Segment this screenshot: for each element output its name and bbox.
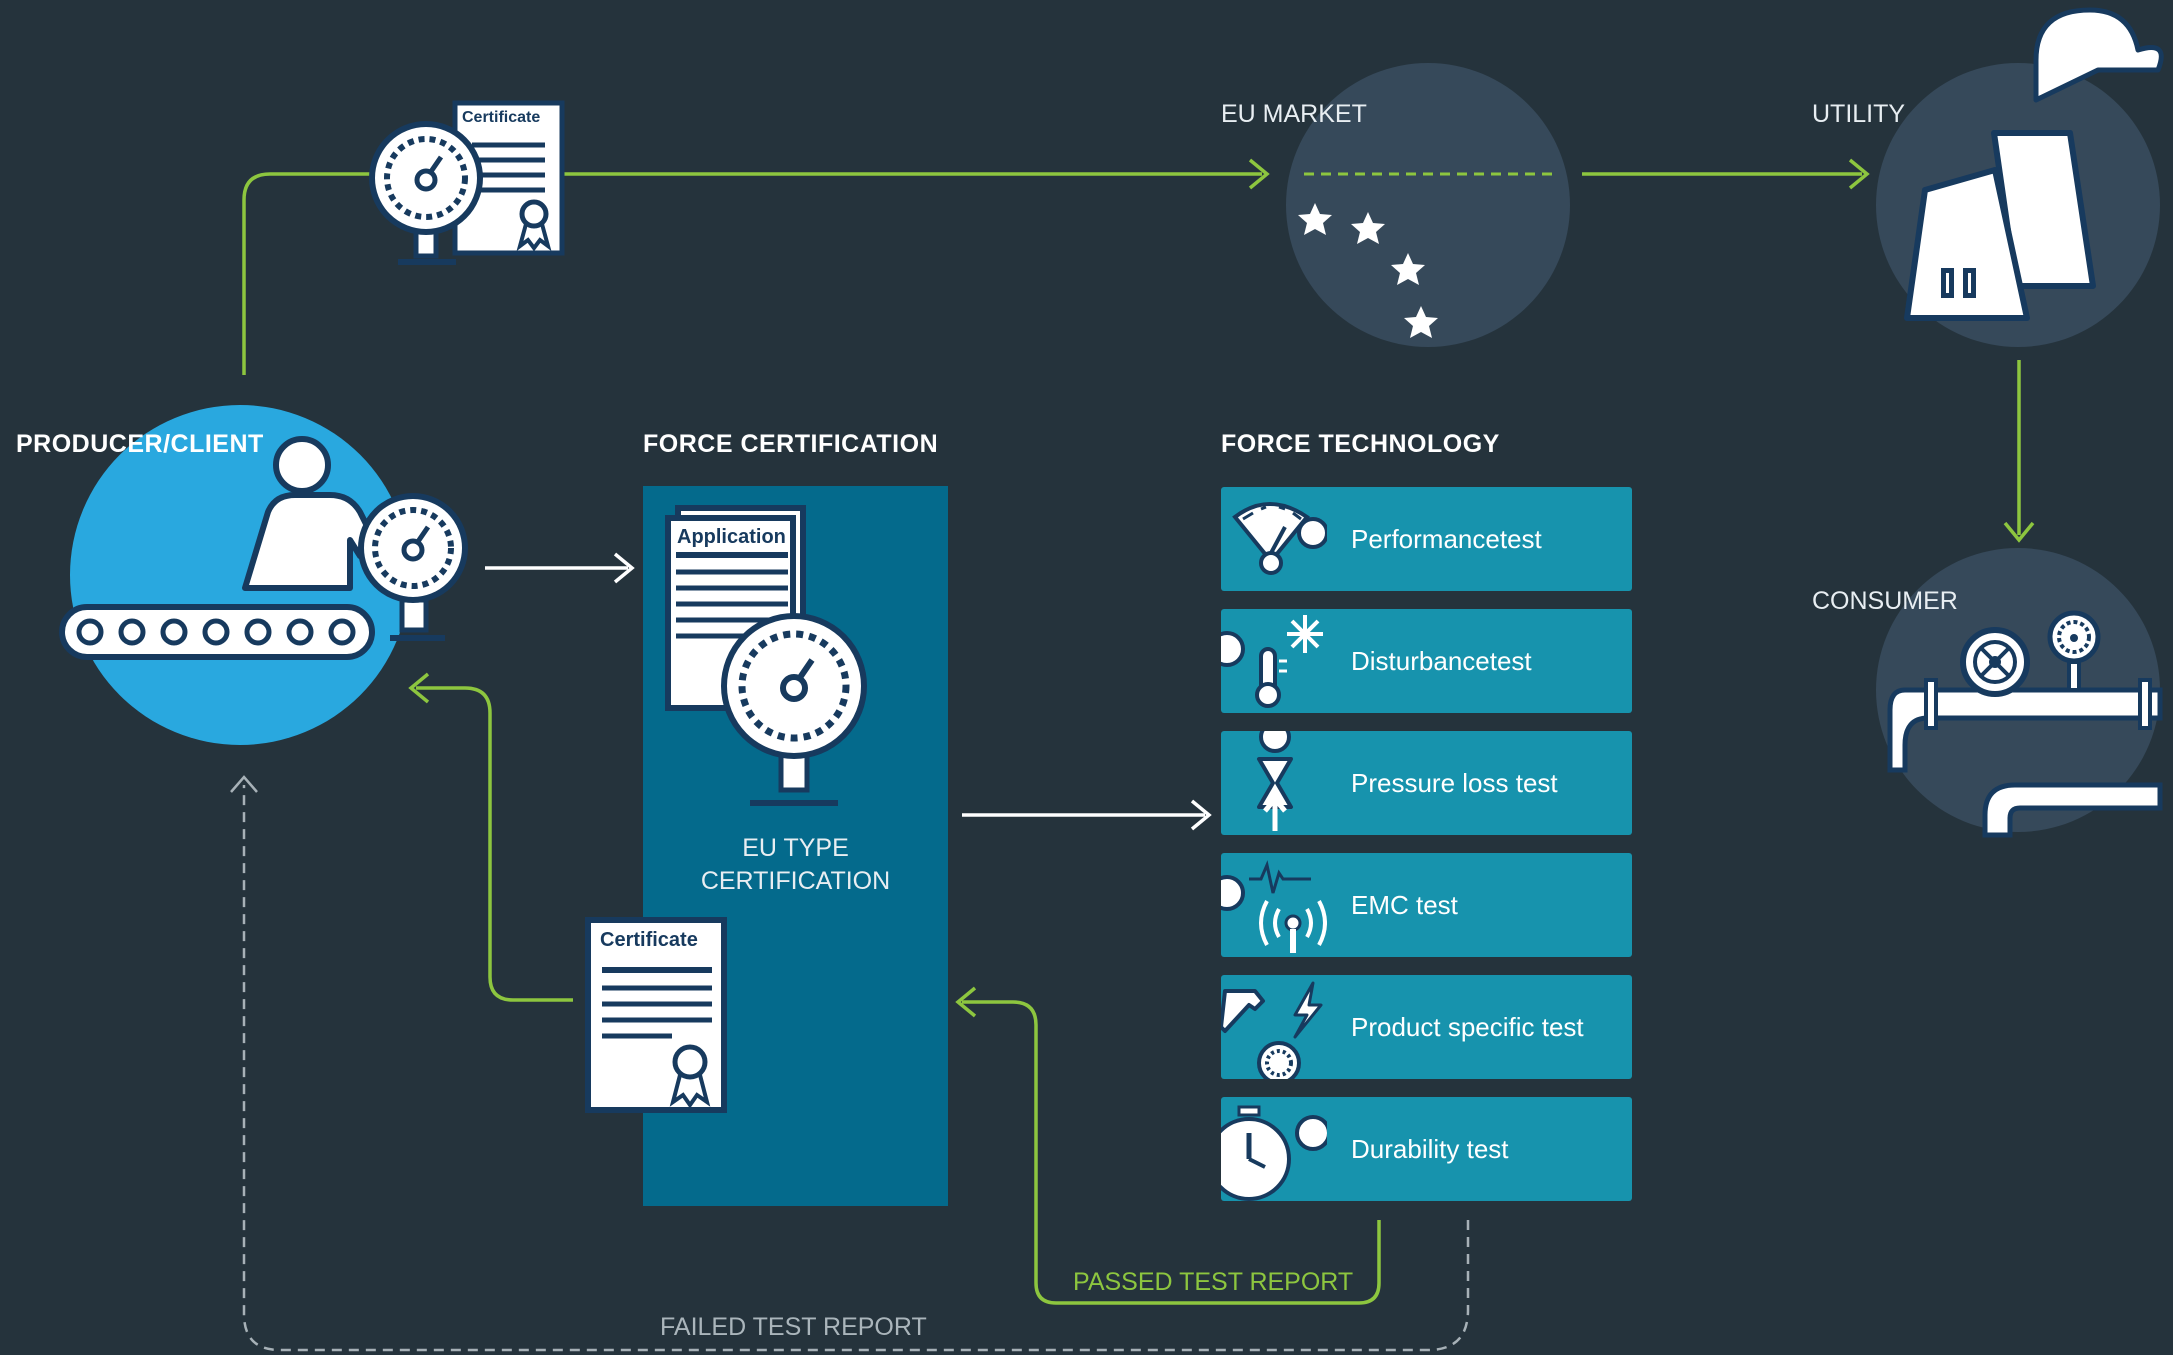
power-plant-icon bbox=[1904, 130, 2096, 321]
test-card-pressure-loss: Pressure loss test bbox=[1221, 731, 1632, 835]
certification-type-line1: EU TYPE bbox=[742, 834, 849, 862]
test-label-durability: Durability test bbox=[1351, 1134, 1509, 1164]
arrow-utility-to-consumer bbox=[2003, 360, 2035, 543]
certificate-document-bottom bbox=[585, 917, 727, 1113]
eu-market-circle bbox=[1286, 63, 1570, 347]
valve-wheel-icon bbox=[1960, 627, 2030, 697]
test-label-pressure-loss: Pressure loss test bbox=[1351, 768, 1558, 798]
certification-type-label: EU TYPE CERTIFICATION bbox=[643, 832, 948, 898]
consumer-label: CONSUMER bbox=[1812, 587, 1958, 615]
arrow-producer-to-eu-market bbox=[242, 158, 1270, 375]
test-card-emc: EMC test bbox=[1221, 853, 1632, 957]
test-card-performance: Performancetest bbox=[1221, 487, 1632, 591]
consumer-circle bbox=[1876, 548, 2163, 838]
arrow-certificate-to-producer bbox=[408, 672, 573, 1002]
arrow-passed-test-report bbox=[955, 986, 1381, 1305]
test-label-performance: Performancetest bbox=[1351, 524, 1542, 554]
producer-circle bbox=[59, 405, 468, 745]
antenna-signal-icon bbox=[1221, 860, 1327, 953]
snowflake-thermometer-icon bbox=[1221, 615, 1323, 708]
star-icons bbox=[1298, 203, 1438, 338]
certificate-title-top: Certificate bbox=[462, 109, 541, 126]
pressure-gauge-icon-top bbox=[369, 121, 483, 265]
application-title: Application bbox=[677, 526, 786, 548]
pressure-gauge-icon-small bbox=[2047, 610, 2101, 692]
arrow-producer-to-certification bbox=[485, 552, 635, 584]
arrow-failed-test-report bbox=[230, 775, 1470, 1352]
utility-label: UTILITY bbox=[1812, 100, 1906, 128]
test-label-disturbance: Disturbancetest bbox=[1351, 646, 1532, 676]
gauge-meter-icon bbox=[1232, 502, 1327, 575]
technology-label: FORCE TECHNOLOGY bbox=[1221, 430, 1500, 458]
certificate-title-bottom: Certificate bbox=[600, 929, 698, 951]
stopwatch-icon bbox=[1221, 1105, 1327, 1201]
pressure-gauge-icon bbox=[358, 493, 468, 641]
arrow-eu-market-to-utility bbox=[1582, 158, 1870, 190]
test-card-product-specific: Product specific test bbox=[1221, 975, 1632, 1079]
test-card-disturbance: Disturbancetest bbox=[1221, 609, 1632, 713]
pressure-gauge-icon-large bbox=[721, 613, 867, 806]
pipeline-icon bbox=[1887, 678, 2163, 838]
arrow-certification-to-technology bbox=[962, 799, 1212, 831]
hammer-lightning-icon bbox=[1221, 981, 1323, 1079]
hourglass-pressure-icon bbox=[1257, 731, 1293, 831]
certification-type-line2: CERTIFICATION bbox=[700, 867, 891, 895]
eu-market-label: EU MARKET bbox=[1221, 100, 1367, 128]
passed-test-report-label: PASSED TEST REPORT bbox=[1073, 1268, 1354, 1296]
utility-circle bbox=[1876, 7, 2164, 347]
test-label-product-specific: Product specific test bbox=[1351, 1012, 1584, 1042]
producer-label: PRODUCER/CLIENT bbox=[16, 430, 264, 458]
award-ribbon-icon bbox=[516, 199, 552, 252]
failed-test-report-label: FAILED TEST REPORT bbox=[660, 1313, 927, 1341]
steam-cloud-icon bbox=[2033, 7, 2164, 103]
conveyor-belt-icon bbox=[59, 604, 375, 660]
test-label-emc: EMC test bbox=[1351, 890, 1458, 920]
certification-label: FORCE CERTIFICATION bbox=[643, 430, 939, 458]
test-card-durability: Durability test bbox=[1221, 1097, 1632, 1201]
award-ribbon-icon bbox=[669, 1044, 711, 1109]
